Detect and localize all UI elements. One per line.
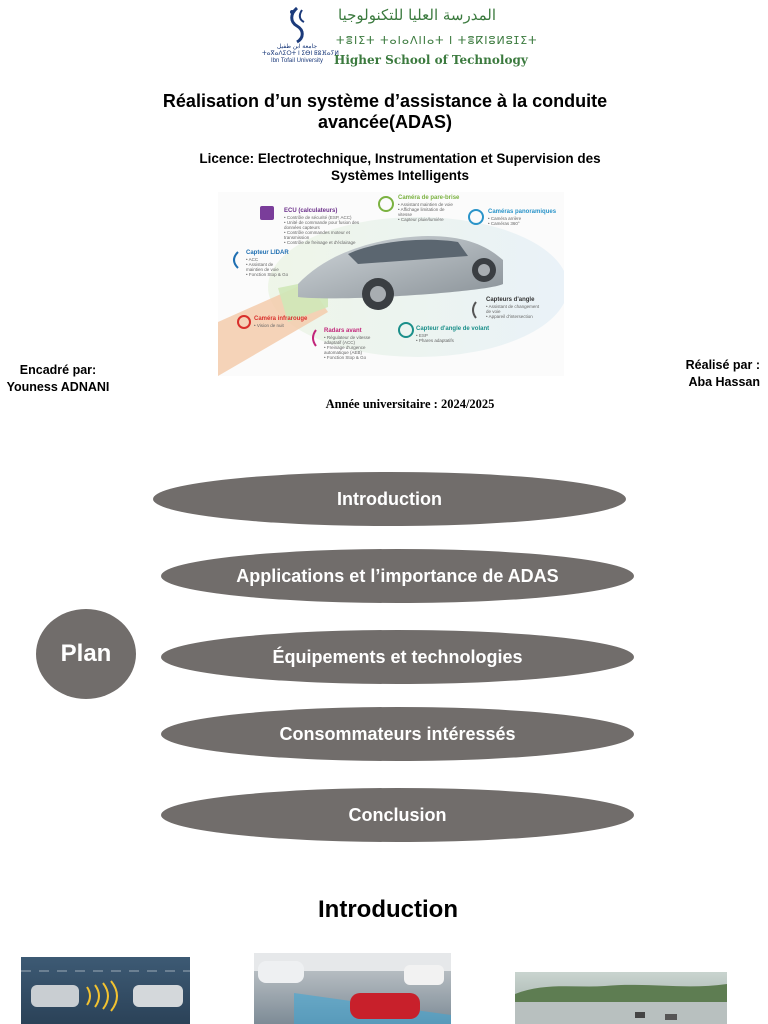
plan-item-conclusion[interactable]: Conclusion (161, 788, 634, 842)
windshield-camera-items: • Assistant maintien de voie• Affichage … (398, 202, 453, 222)
school-name-english: Higher School of Technology (334, 53, 528, 67)
steering-sensor-items: • ESP• Phares adaptatifs (416, 333, 454, 343)
academic-year: Année universitaire : 2024/2025 (325, 397, 495, 411)
foggy-road-image (515, 972, 727, 1024)
steering-sensor-label: Capteur d'angle de volant (416, 326, 490, 332)
school-name-arabic: المدرسة العليا للتكنولوجيا (338, 6, 497, 24)
front-radar-label: Radars avant (324, 328, 362, 334)
plan-item-applications[interactable]: Applications et l’importance de ADAS (161, 549, 634, 603)
author-label: Réalisé par : (685, 358, 760, 372)
lidar-items: • ACC• Assistant de maintien de voie• Fo… (246, 257, 289, 277)
infrared-camera-items: • Vision de nuit (254, 323, 284, 328)
introduction-heading: Introduction (318, 896, 458, 923)
car-illustration (218, 196, 564, 376)
university-name: جامعة ابن طفيل ⵜⴰⴳⴰⴷⵉⵔⵜ ⵏ ⵉⴱⵏ ⵟⵓⴼⴰⵢⵍ Ibn… (262, 44, 339, 64)
front-radar-items: • Régulateur de vitesse adaptatif (ACC)•… (324, 335, 371, 360)
licence-subtitle: Licence: Electrotechnique, Instrumentati… (199, 151, 601, 183)
supervisor-name: Youness ADNANI (6, 380, 110, 394)
adas-car-figure: ECU (calculateurs) • Contrôle de sécurit… (218, 192, 564, 376)
plan-item-introduction[interactable]: Introduction (153, 472, 626, 526)
document-title: Réalisation d’un système d’assistance à … (162, 91, 608, 132)
logo-emblem-icon (290, 6, 305, 44)
supervisor-label: Encadré par: (19, 363, 97, 377)
adas-radar-image (21, 957, 190, 1024)
parking-assist-image (254, 953, 451, 1024)
supervisor-block: Encadré par: Youness ADNANI (0, 362, 116, 396)
lidar-label: Capteur LIDAR (246, 250, 289, 256)
author-name: Aba Hassan (688, 375, 760, 389)
plan-item-consumers[interactable]: Consommateurs intéressés (161, 707, 634, 761)
angle-sensor-items: • Assistant de changement de voie• Appar… (486, 304, 540, 319)
panoramic-camera-items: • Caméra arrière• Caméras 360° (488, 216, 522, 226)
windshield-camera-label: Caméra de pare-brise (398, 195, 460, 201)
plan-item-equipment[interactable]: Équipements et technologies (161, 630, 634, 684)
angle-sensor-label: Capteurs d'angle (486, 297, 535, 303)
infrared-camera-label: Caméra infrarouge (254, 316, 308, 322)
author-block: Réalisé par : Aba Hassan (670, 357, 760, 391)
ecu-items: • Contrôle de sécurité (ESP, ACC)• Unité… (284, 215, 360, 245)
plan-circle: Plan (36, 609, 136, 699)
panoramic-camera-label: Caméras panoramiques (488, 209, 557, 215)
school-logo: جامعة ابن طفيل ⵜⴰⴳⴰⴷⵉⵔⵜ ⵏ ⵉⴱⵏ ⵟⵓⴼⴰⵢⵍ Ibn… (262, 4, 537, 70)
ecu-label: ECU (calculateurs) (284, 208, 338, 214)
school-name-tifinagh: ⵜⴻⵏⵉⵜ ⵜⴰⵏⴰⴷⵏⵏⴰⵜ ⵏ ⵜⴻⴽⵏⵓⵍⵓⵊⵉⵜ (336, 34, 538, 47)
